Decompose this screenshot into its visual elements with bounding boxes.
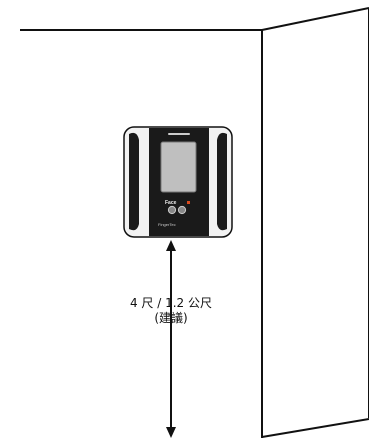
arrowhead-up [166, 240, 176, 251]
device-left-rail [129, 132, 139, 231]
device-button-left [167, 205, 177, 215]
height-dimension-arrow [166, 240, 176, 438]
device-screen [160, 141, 197, 193]
arrowhead-down [166, 427, 176, 438]
face-recognition-device [123, 126, 233, 238]
floor-edge [261, 418, 369, 438]
mount-note-text: (建議) [154, 311, 188, 325]
mount-height-label: 4 尺 / 1.2 公尺 (建議) [116, 296, 226, 326]
device-brand-logo: Face [165, 200, 177, 206]
device-top-slot [168, 133, 190, 135]
wall-top-right-edge [261, 7, 369, 31]
device-maker-logo: FingerTec [158, 222, 176, 227]
device-right-rail [217, 132, 227, 231]
device-accent-mark [187, 201, 190, 204]
mount-height-text: 4 尺 / 1.2 公尺 [129, 296, 213, 310]
device-button-right [177, 205, 187, 215]
